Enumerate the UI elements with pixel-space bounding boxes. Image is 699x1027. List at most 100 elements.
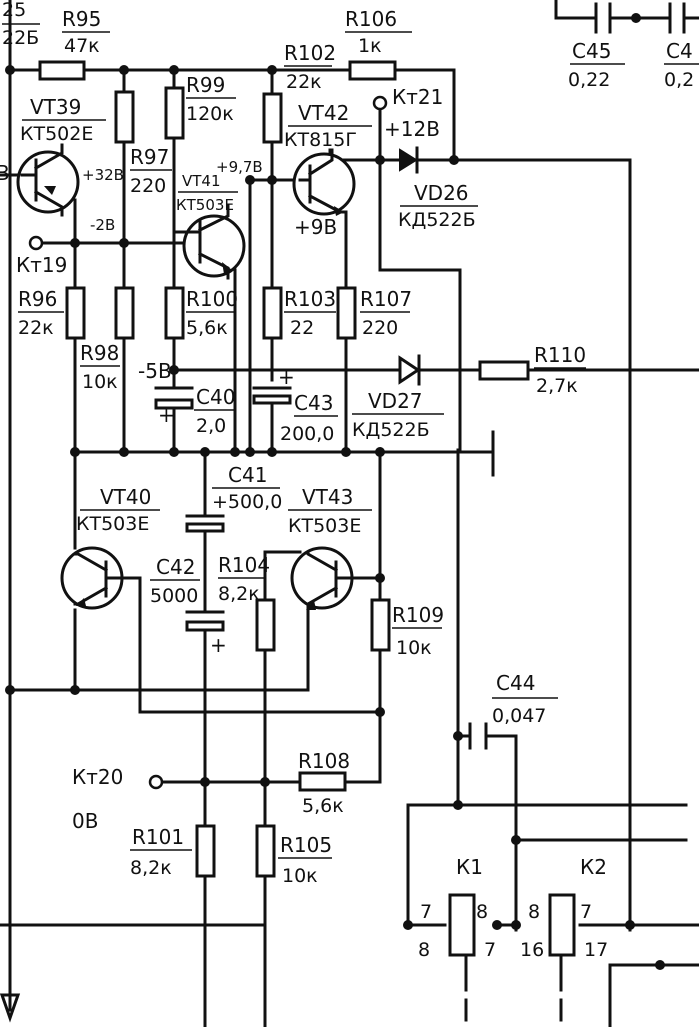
- r104-name: R104: [218, 553, 270, 577]
- labels: 25 22Б В R95 47к R106 1к C45 0,22 C4 0,2…: [0, 0, 699, 961]
- k1-pin-c: 8: [476, 901, 488, 923]
- k1-pin-d: 7: [484, 939, 496, 961]
- r101-name: R101: [132, 825, 184, 849]
- vt39-emitter-voltage: +32В: [82, 166, 124, 184]
- r95-value: 47к: [64, 35, 100, 57]
- vt42-type: КТ815Г: [284, 129, 357, 151]
- r95-body: [38, 60, 86, 81]
- r99-name: R99: [186, 73, 225, 97]
- r104-value: 8,2к: [218, 583, 260, 605]
- node-minus5-voltage: -5В: [138, 359, 172, 383]
- c45-value: 0,22: [568, 69, 610, 91]
- c42-name: C42: [156, 555, 195, 579]
- r103-body: [262, 286, 283, 340]
- edge-label-top-b: 22Б: [2, 27, 39, 49]
- vt41-collector-voltage: +9,7В: [216, 158, 263, 176]
- c41-value: +500,0: [212, 491, 282, 513]
- vt39-name: VT39: [30, 95, 81, 119]
- kt21-terminal: [372, 95, 388, 111]
- vt39-type: КТ502Е: [20, 123, 93, 145]
- k2-pin-c: 16: [520, 939, 544, 961]
- k1-pin-a: 7: [420, 901, 432, 923]
- r100-name: R100: [186, 287, 238, 311]
- c45-symbol: [594, 2, 612, 34]
- vd26-name: VD26: [414, 181, 469, 205]
- k2-name: К2: [580, 855, 607, 879]
- c43-symbol: [252, 386, 292, 405]
- r110-body: [478, 360, 530, 381]
- kt20-name: Кт20: [72, 765, 123, 789]
- c45-name: C45: [572, 39, 611, 63]
- r110-name: R110: [534, 343, 586, 367]
- edge-label-top-a: 25: [2, 0, 26, 21]
- vt42-emitter-voltage: +9В: [294, 215, 337, 239]
- c41-name: C41: [228, 463, 267, 487]
- c4x-name: C4: [666, 39, 693, 63]
- kt20-voltage: 0В: [72, 809, 98, 833]
- r105-value: 10к: [282, 865, 318, 887]
- r103-name: R103: [284, 287, 336, 311]
- c41-symbol: [185, 514, 225, 533]
- r108-body: [298, 771, 347, 792]
- vt43-symbol: [290, 546, 354, 614]
- k1-pin-b: 8: [418, 939, 430, 961]
- r102-name: R102: [284, 41, 336, 65]
- r97-name: R97: [130, 145, 169, 169]
- capacitor-bodies: [154, 2, 686, 750]
- junction-dots: [5, 13, 665, 970]
- k1-name: К1: [456, 855, 483, 879]
- vt40-symbol: [60, 546, 124, 610]
- c42-symbol: [185, 610, 225, 632]
- c43-name: C43: [294, 391, 333, 415]
- r109-name: R109: [392, 603, 444, 627]
- vt39-base-voltage: -2В: [90, 216, 115, 234]
- r108-name: R108: [298, 749, 350, 773]
- r97-body: [114, 90, 135, 144]
- r95-name: R95: [62, 7, 101, 31]
- rail-arrow: [0, 993, 21, 1023]
- c40-name: C40: [196, 385, 235, 409]
- vt41-type: КТ503Е: [176, 196, 234, 214]
- vd26-type: КД522Б: [398, 209, 476, 231]
- c44-value: 0,047: [492, 705, 546, 727]
- r107-name: R107: [360, 287, 412, 311]
- vt43-name: VT43: [302, 485, 353, 509]
- kt21-name: Кт21: [392, 85, 443, 109]
- r107-value: 220: [362, 317, 398, 339]
- r98-value: 10к: [82, 371, 118, 393]
- vt41-symbol: [182, 204, 246, 280]
- r96-value: 22к: [18, 317, 54, 339]
- k1-coil: [448, 893, 476, 957]
- vt40-name: VT40: [100, 485, 151, 509]
- r98-name: R98: [80, 341, 119, 365]
- kt19-name: Кт19: [16, 253, 67, 277]
- c40-symbol: [154, 386, 194, 410]
- c42-value: 5000: [150, 585, 198, 607]
- r99-value: 120к: [186, 103, 234, 125]
- c44-symbol: [468, 722, 488, 750]
- vd27-symbol: [398, 354, 421, 386]
- resistor-bodies: [38, 60, 530, 878]
- r98-body: [114, 286, 135, 340]
- r100-body: [164, 286, 185, 340]
- r108-value: 5,6к: [302, 795, 344, 817]
- r105-name: R105: [280, 833, 332, 857]
- r96-name: R96: [18, 287, 57, 311]
- c43-plus: +: [278, 365, 295, 389]
- r106-name: R106: [345, 7, 397, 31]
- c44-name: C44: [496, 671, 535, 695]
- r96-body: [65, 286, 86, 340]
- r100-value: 5,6к: [186, 317, 228, 339]
- k2-pin-d: 17: [584, 939, 608, 961]
- r106-body: [348, 60, 397, 81]
- r102-body: [262, 92, 283, 144]
- vt42-name: VT42: [298, 101, 349, 125]
- c4x-value: 0,2: [664, 69, 694, 91]
- vd26-symbol: [399, 146, 419, 174]
- vd27-name: VD27: [368, 389, 423, 413]
- k2-pin-b: 7: [580, 901, 592, 923]
- r109-value: 10к: [396, 637, 432, 659]
- k2-coil: [548, 893, 576, 957]
- r107-body: [336, 286, 357, 340]
